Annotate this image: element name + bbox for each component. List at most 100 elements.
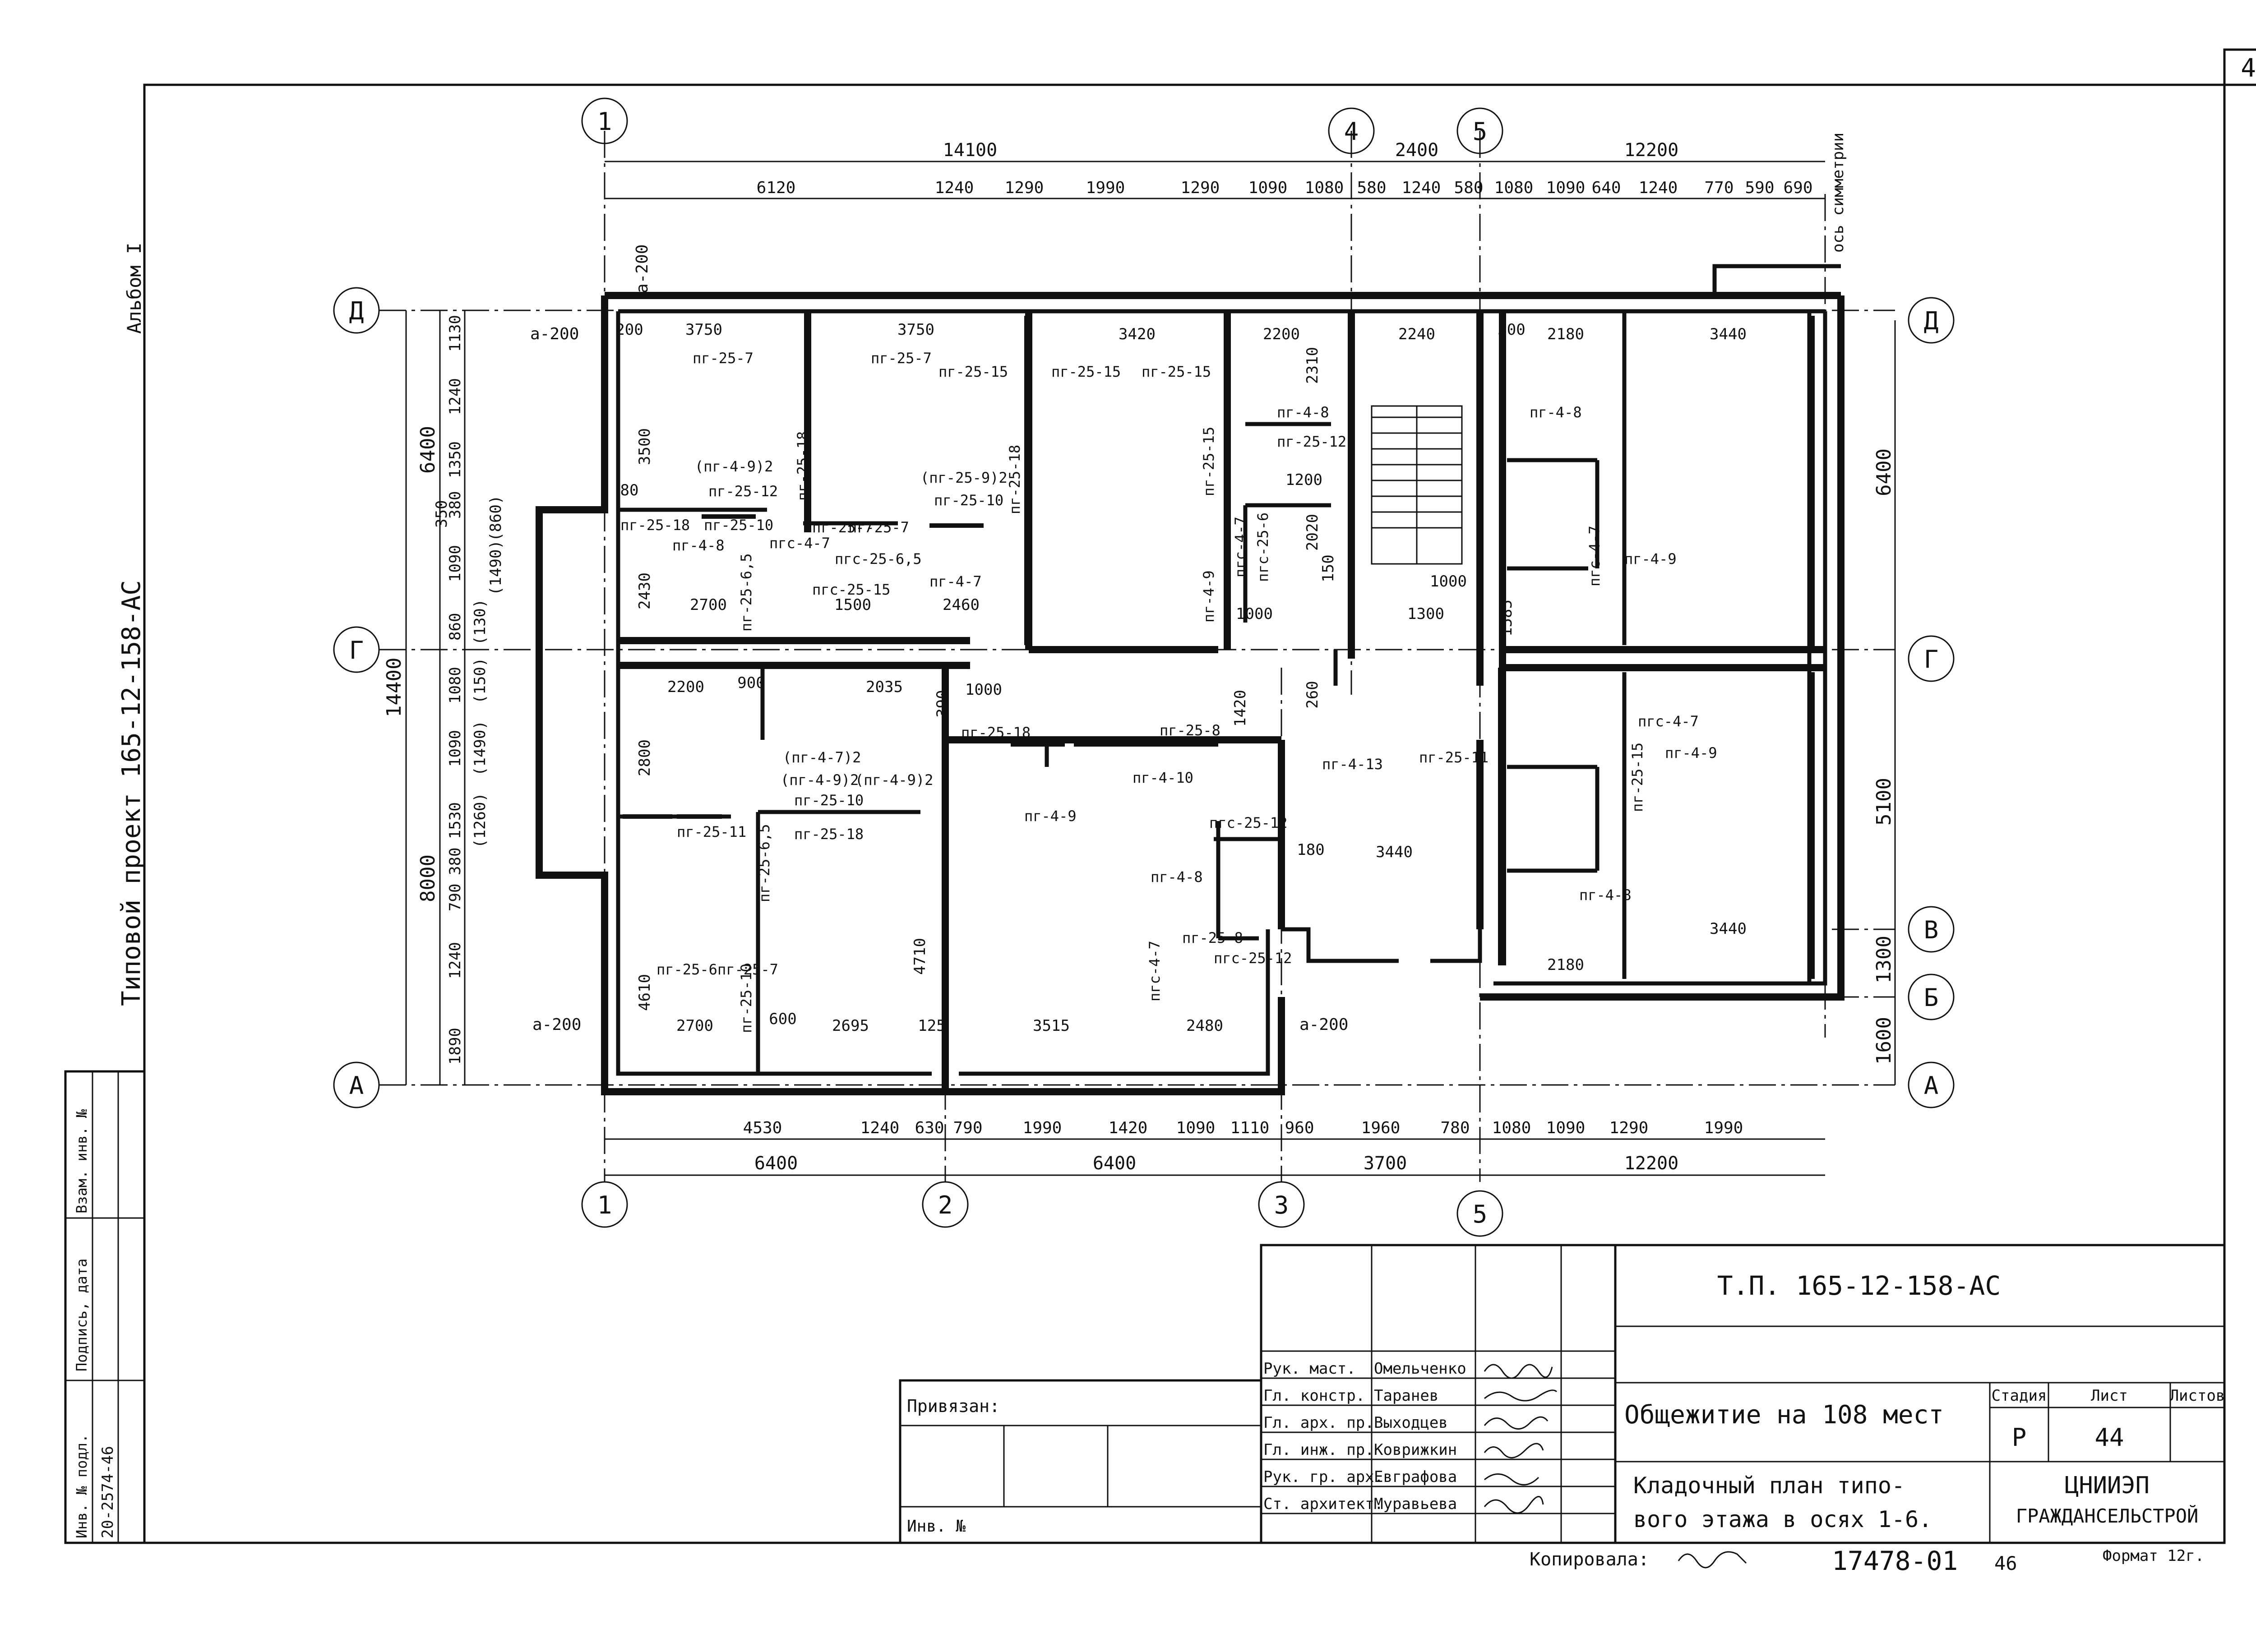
partition-label: пг-4-8	[672, 537, 725, 554]
partition-label: пг-25-7	[812, 519, 873, 536]
room-dim: 150	[1319, 554, 1337, 582]
stair-flights	[1371, 405, 1463, 565]
partition-label: (пг-4-7)2	[783, 749, 861, 766]
room-dim: 1300	[1407, 605, 1444, 623]
partition-label: пг-25-18	[1006, 445, 1023, 514]
dim-label: 1240	[1639, 179, 1678, 197]
partition-label: пг-25-15	[1629, 743, 1646, 812]
sheet-title-line1: Кладочный план типо-	[1633, 1472, 1905, 1499]
axis-bubble-d-right: Д	[1908, 297, 1955, 344]
room-dim: 3440	[1710, 325, 1747, 343]
axis-bubble-5-top: 5	[1456, 107, 1503, 154]
inv-orig-label: Инв. № подл.	[73, 1434, 90, 1538]
axis-bubble-v-right: В	[1908, 906, 1955, 953]
dim-label: 690	[1783, 179, 1812, 197]
room-dim: 2035	[866, 678, 903, 696]
svg-text:1: 1	[597, 1191, 612, 1219]
axis-bubble-a-left: А	[333, 1061, 380, 1108]
axis-bubble-d-left: Д	[333, 287, 380, 334]
dim-label: 1600	[1872, 1017, 1895, 1065]
dims-top-detail: 6120 1240 1290 1990 1290 1090 1080 580 1…	[757, 179, 1813, 197]
axis-bubble-1-top: 1	[581, 97, 628, 144]
dim-label: 6400	[1093, 1153, 1136, 1174]
dim-label: 1350	[446, 441, 464, 478]
dim-label: 1080	[446, 667, 464, 704]
partition-label: пг-4-9	[1624, 550, 1677, 568]
partition-label: пг-25-10	[738, 964, 755, 1033]
sheet-value: 44	[2094, 1423, 2124, 1452]
dim-label: (1490)	[487, 540, 505, 595]
role-label: Гл. арх. пр.	[1263, 1414, 1374, 1432]
dim-label: 380	[446, 491, 464, 519]
room-dim: 2240	[1398, 325, 1435, 343]
room-dim: 1500	[834, 596, 871, 614]
dim-label: (150)	[471, 658, 489, 704]
inv-label: Инв. №	[907, 1517, 966, 1536]
room-dim: 3515	[1033, 1017, 1070, 1035]
sheet-number: 45	[2241, 54, 2256, 83]
partition-label: пгс-4-7	[769, 535, 830, 552]
partition-label: пг-25-6,5	[738, 554, 755, 632]
room-dim: 600	[769, 1010, 796, 1028]
room-dim: 1585	[1498, 600, 1516, 637]
axis-bubble-3-bottom: 3	[1258, 1181, 1305, 1228]
sheet-title-line2: вого этажа в осях 1-6.	[1633, 1506, 1932, 1532]
room-dim: 900	[737, 674, 765, 692]
svg-text:4: 4	[1344, 117, 1359, 146]
dim-label: 1240	[1402, 179, 1441, 197]
partition-label: пг-25-11	[677, 823, 746, 840]
partition-label: пг-25-15	[1200, 427, 1217, 496]
dim-label: 1090	[446, 730, 464, 767]
dim-label: 860	[446, 613, 464, 641]
organization-line2: ГРАЖДАНСЕЛЬСТРОЙ	[2016, 1504, 2199, 1527]
dims-bottom-detail: 4530 1240 630 790 1990 1420 1090 1110 96…	[743, 1119, 1743, 1137]
wall-mark: а-200	[633, 245, 652, 293]
dim-label: 2400	[1395, 140, 1438, 161]
role-label: Гл. инж. пр.	[1263, 1441, 1374, 1459]
inv-repl-label: Взам. инв. №	[73, 1109, 90, 1214]
partition-label: пг-25-7	[848, 519, 909, 536]
role-label: Ст. архитект.	[1263, 1495, 1383, 1513]
dim-label: 6400	[1872, 448, 1895, 496]
partition-label: пг-4-13	[1322, 756, 1383, 773]
dim-label: 6400	[754, 1153, 798, 1174]
axis-bubble-2-bottom: 2	[922, 1181, 969, 1228]
room-dim: 2200	[1263, 325, 1300, 343]
svg-text:1: 1	[597, 107, 612, 136]
room-dim: 3440	[1710, 920, 1747, 938]
partition-label: пг-4-9	[1665, 744, 1717, 761]
dim-label: 580	[1357, 179, 1386, 197]
dim-label: 1080	[1494, 179, 1534, 197]
dim-label: 1090	[1248, 179, 1288, 197]
svg-text:2: 2	[938, 1191, 953, 1219]
axis-bubble-4-top: 4	[1328, 107, 1375, 154]
person-name: Муравьева	[1374, 1495, 1457, 1513]
dim-label: 1990	[1704, 1119, 1743, 1137]
dim-label: 1990	[1086, 179, 1125, 197]
bound-label: Привязан:	[907, 1396, 1000, 1416]
room-dim: 2700	[676, 1017, 713, 1035]
dims-top-overall: 14100 2400 12200	[943, 140, 1678, 161]
role-label: Рук. гр. арх.	[1263, 1468, 1383, 1486]
dimension-lines	[405, 161, 1896, 1176]
partition-label: пг-25-10	[934, 492, 1003, 509]
dim-label: 14400	[383, 658, 406, 717]
svg-text:5: 5	[1473, 117, 1488, 146]
dim-label: 1130	[446, 315, 464, 352]
room-dim: 3750	[897, 321, 934, 339]
axis-bubble-5-bottom: 5	[1456, 1190, 1503, 1237]
room-dim: 390	[934, 690, 952, 717]
dim-label: 6400	[416, 426, 439, 474]
dim-label: 12200	[1624, 140, 1678, 161]
partition-label: пгс-25-6,5	[835, 550, 922, 568]
copier-signature	[1678, 1551, 1747, 1569]
svg-text:А: А	[349, 1071, 364, 1100]
partition-label: пг-4-9	[1024, 808, 1077, 825]
wall-mark: а-200	[532, 1015, 581, 1034]
partition-label: пг-25-8	[1182, 929, 1243, 946]
partition-label: пг-25-15	[1142, 363, 1211, 380]
partition-label: пг-4-8	[1530, 404, 1582, 421]
dim-label: 1080	[1305, 179, 1344, 197]
sheets-label: Листов	[2170, 1387, 2225, 1405]
person-name: Выходцев	[1374, 1414, 1448, 1432]
